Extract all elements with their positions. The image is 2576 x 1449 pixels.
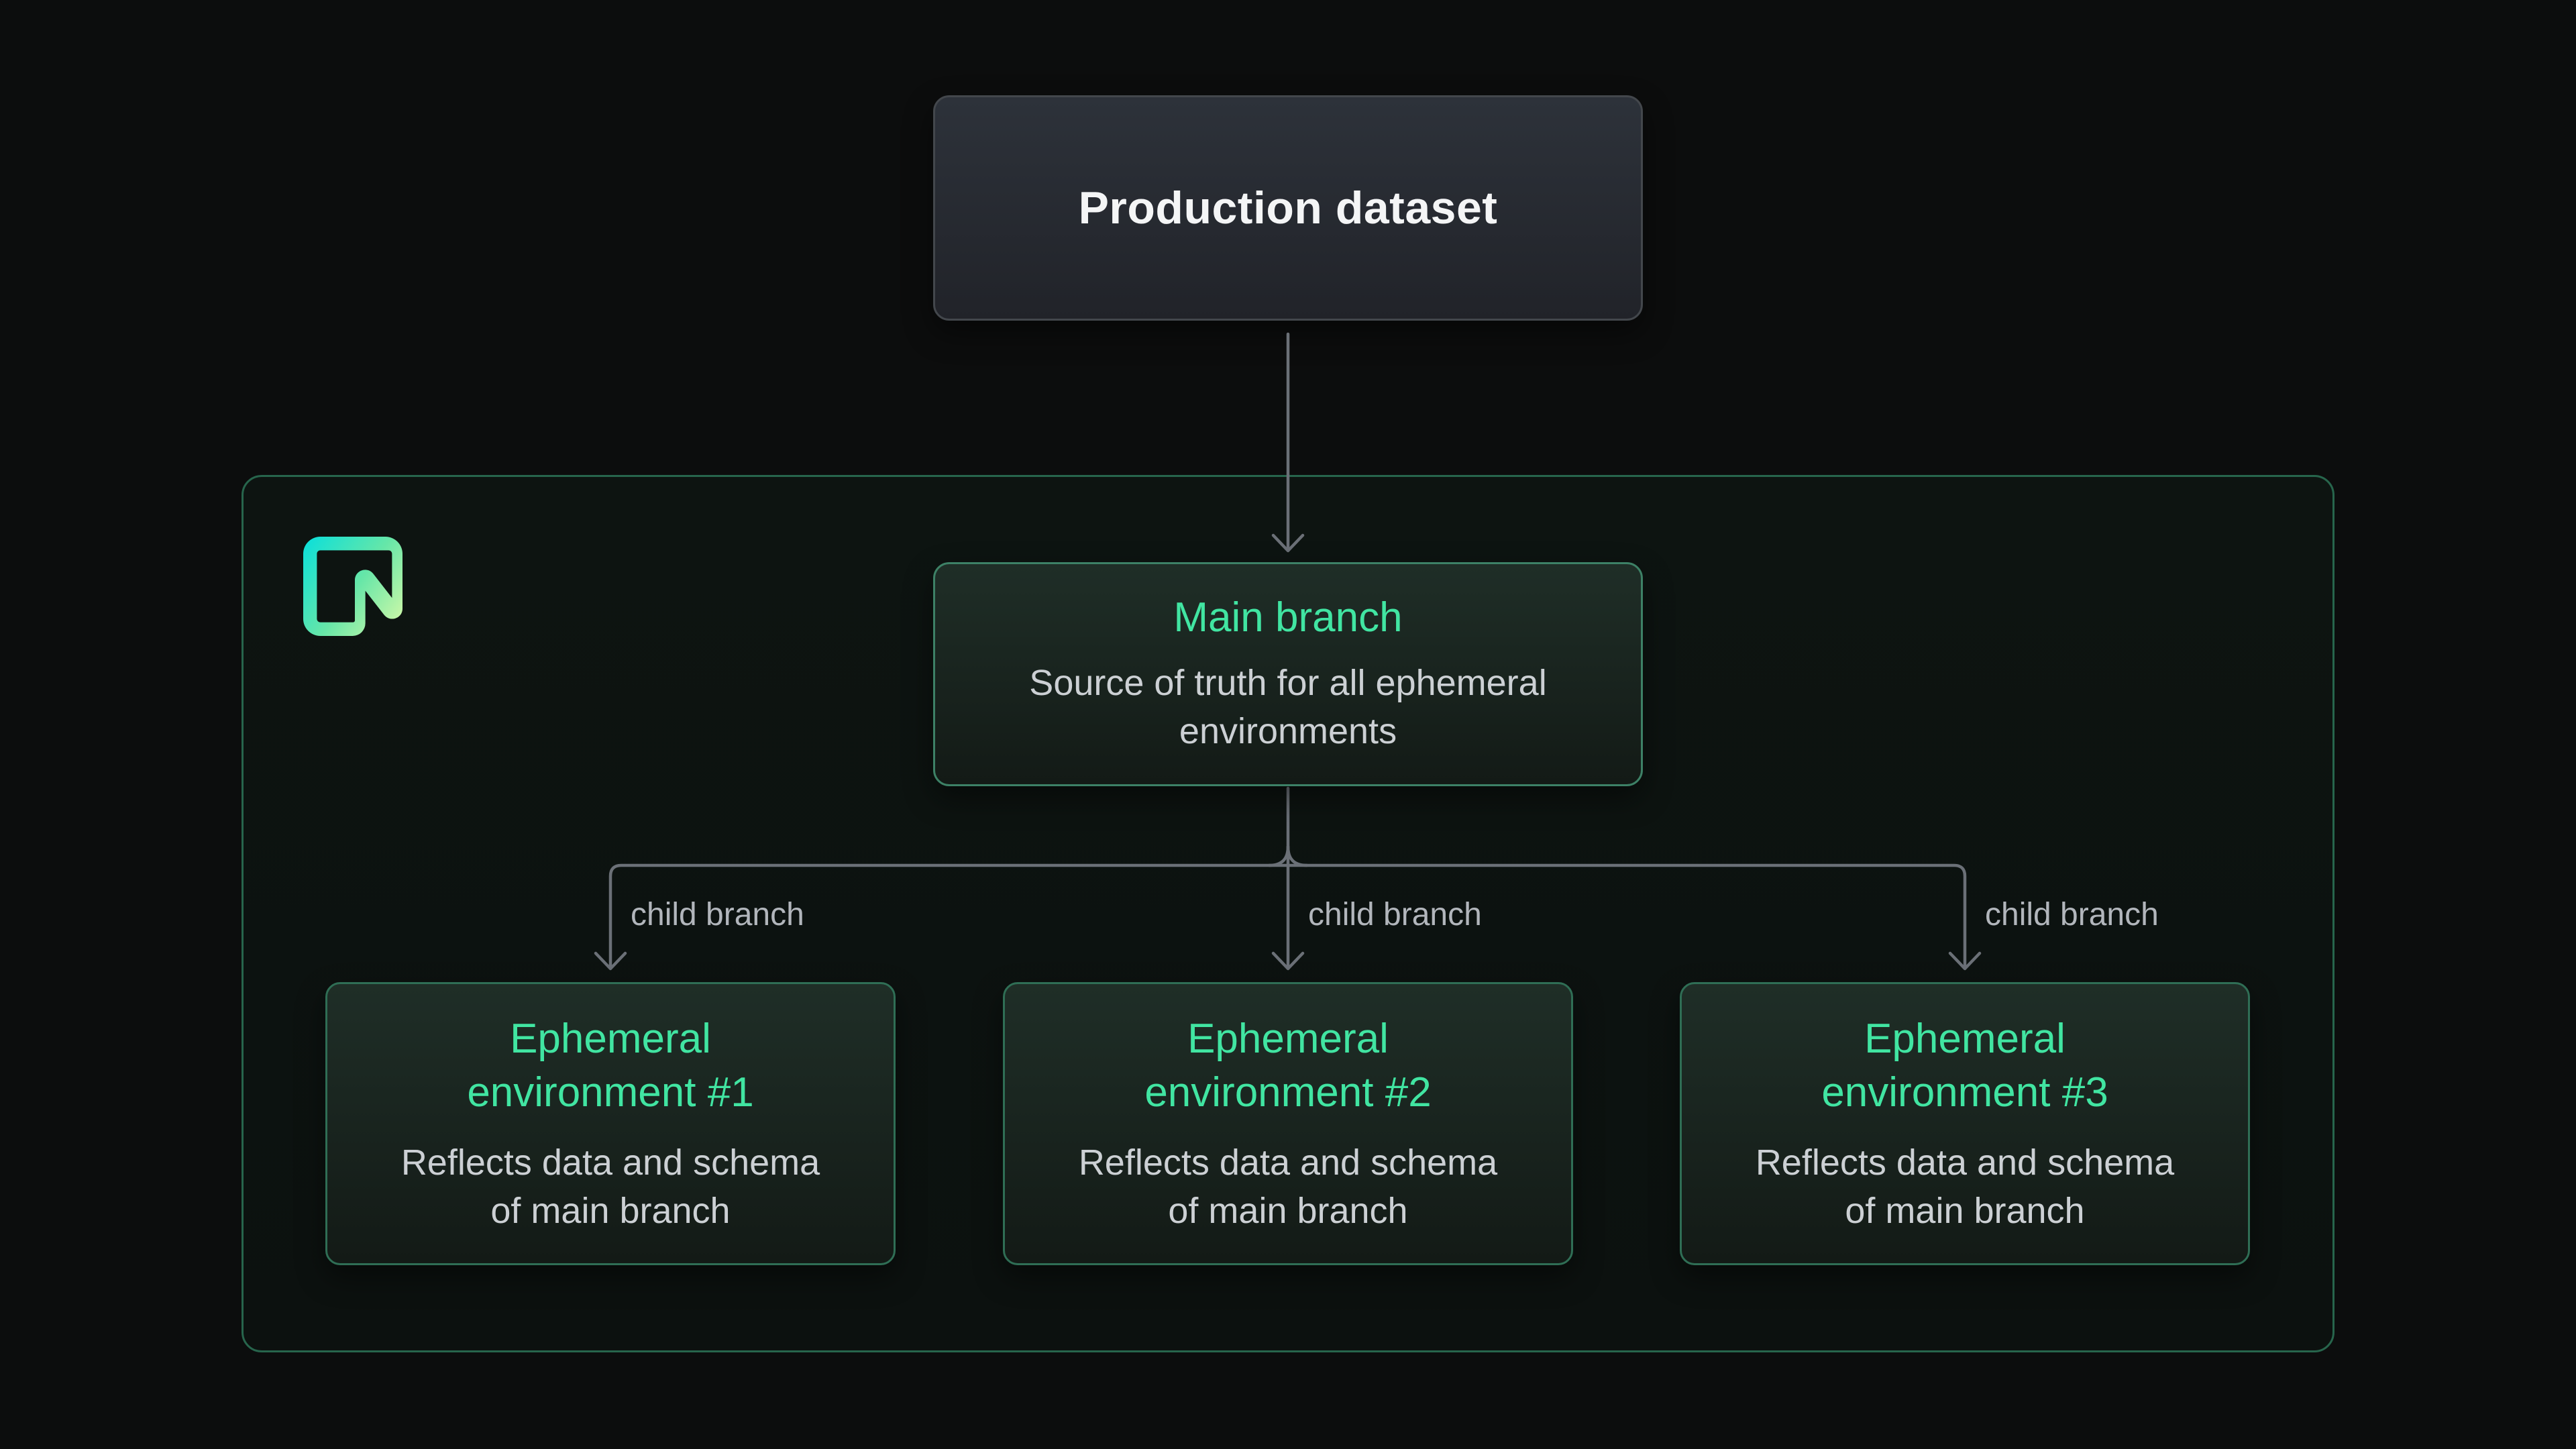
ephemeral-environment-3-body-line2: of main branch xyxy=(1845,1191,2085,1231)
ephemeral-environment-3-title-line1: Ephemeral xyxy=(1864,1016,2065,1062)
child-branch-label-1: child branch xyxy=(631,897,804,932)
ephemeral-environment-2-title-line1: Ephemeral xyxy=(1187,1016,1389,1062)
ephemeral-environment-1-title-line1: Ephemeral xyxy=(510,1016,711,1062)
ephemeral-environment-2-title-line2: environment #2 xyxy=(1144,1069,1432,1116)
main-branch-subtitle-line1: Source of truth for all ephemeral xyxy=(1029,663,1547,703)
ephemeral-environment-box-3: Ephemeral environment #3 Reflects data a… xyxy=(1680,982,2250,1265)
ephemeral-environment-2-body-line2: of main branch xyxy=(1168,1191,1408,1231)
ephemeral-environment-1-title: Ephemeral environment #1 xyxy=(467,1012,753,1120)
ephemeral-environment-3-body: Reflects data and schema of main branch xyxy=(1756,1138,2174,1235)
ephemeral-environment-3-title: Ephemeral environment #3 xyxy=(1821,1012,2108,1120)
ephemeral-environment-2-body-line1: Reflects data and schema xyxy=(1078,1142,1498,1183)
main-branch-subtitle-line2: environments xyxy=(1179,711,1397,751)
production-dataset-box: Production dataset xyxy=(933,95,1643,321)
production-dataset-title: Production dataset xyxy=(1078,182,1498,233)
ephemeral-environment-3-title-line2: environment #3 xyxy=(1821,1069,2108,1116)
neon-logo-icon xyxy=(303,537,402,636)
ephemeral-environment-1-body-line1: Reflects data and schema xyxy=(400,1142,820,1183)
ephemeral-environment-2-body: Reflects data and schema of main branch xyxy=(1079,1138,1497,1235)
ephemeral-environment-box-2: Ephemeral environment #2 Reflects data a… xyxy=(1003,982,1573,1265)
ephemeral-environment-box-1: Ephemeral environment #1 Reflects data a… xyxy=(325,982,896,1265)
main-branch-box: Main branch Source of truth for all ephe… xyxy=(933,562,1643,786)
main-branch-subtitle: Source of truth for all ephemeral enviro… xyxy=(1029,659,1546,755)
ephemeral-environment-3-body-line1: Reflects data and schema xyxy=(1755,1142,2175,1183)
child-branch-label-3: child branch xyxy=(1985,897,2159,932)
child-branch-label-2: child branch xyxy=(1308,897,1482,932)
ephemeral-environment-1-body: Reflects data and schema of main branch xyxy=(401,1138,820,1235)
ephemeral-environment-2-title: Ephemeral environment #2 xyxy=(1144,1012,1431,1120)
neon-logo-mark xyxy=(303,537,402,636)
ephemeral-environment-1-title-line2: environment #1 xyxy=(467,1069,754,1116)
ephemeral-environment-1-body-line2: of main branch xyxy=(490,1191,731,1231)
main-branch-title: Main branch xyxy=(1173,594,1403,641)
